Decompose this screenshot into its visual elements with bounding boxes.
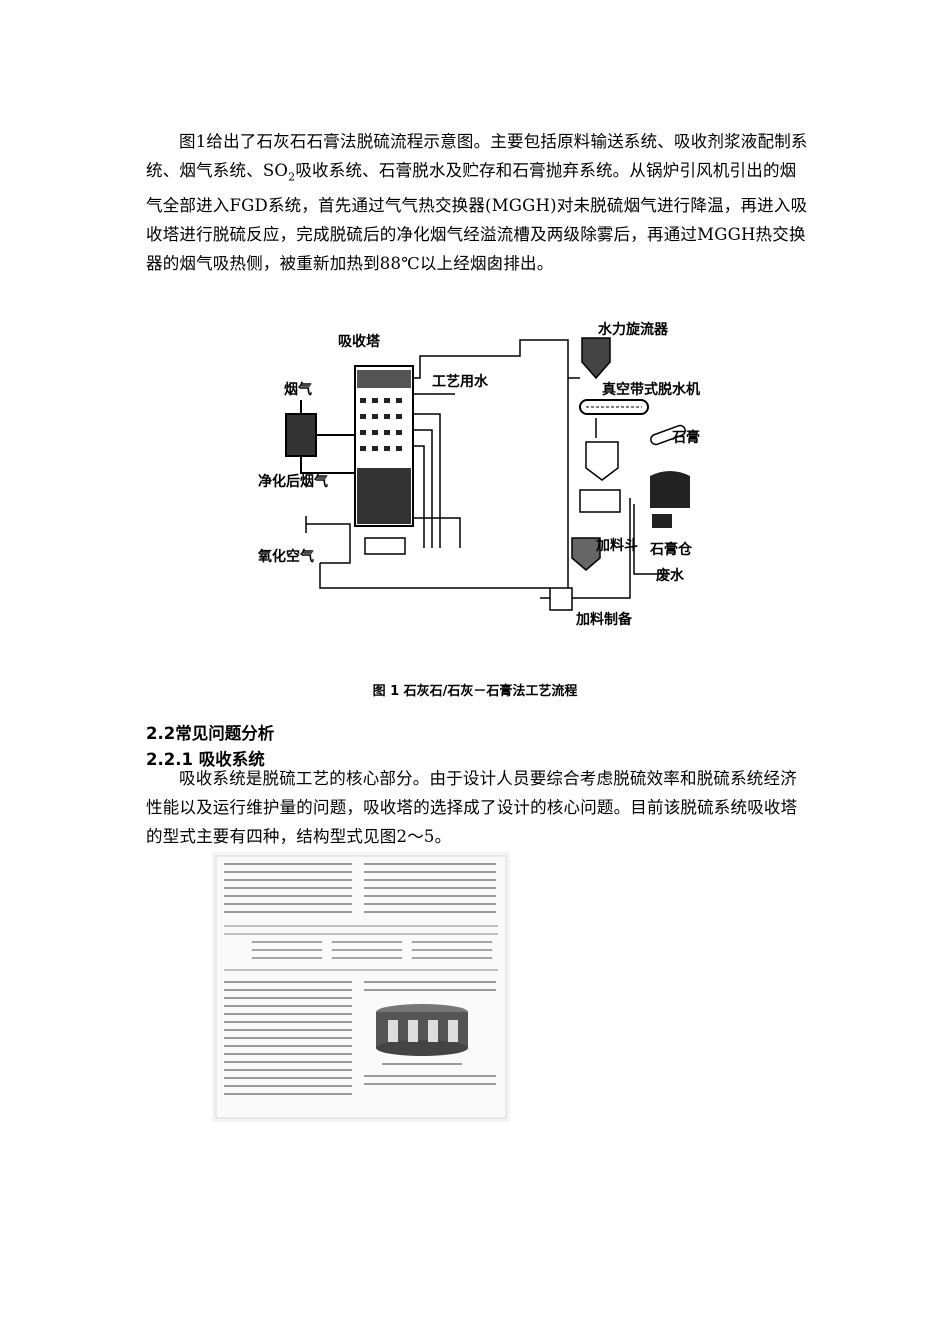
section-heading: 2.2常见问题分析 <box>146 724 275 743</box>
feed-hopper <box>571 537 601 571</box>
demister-section <box>357 370 411 388</box>
heat-exchanger <box>285 413 317 457</box>
label-wastewater: 废水 <box>656 567 685 584</box>
scanned-table-rows <box>252 941 492 959</box>
scanned-text-lines <box>224 863 496 913</box>
intro-text-part1: 图1给出了石灰石石膏法脱硫流程示意图。主要包括原料输送系统、吸收剂浆液配制系统、… <box>146 132 808 180</box>
label-feed-prep: 加料制备 <box>575 611 633 628</box>
intro-paragraph: 图1给出了石灰石石膏法脱硫流程示意图。主要包括原料输送系统、吸收剂浆液配制系统、… <box>146 127 810 278</box>
so2-subscript: 2 <box>288 170 296 184</box>
scanned-tower-figure <box>376 1004 468 1065</box>
label-clean-gas: 净化后烟气 <box>258 473 328 490</box>
gypsum-conveyor <box>650 424 686 446</box>
tank-agitator <box>364 537 406 555</box>
spray-nozzles <box>360 398 402 451</box>
absorber-paragraph: 吸收系统是脱硫工艺的核心部分。由于设计人员要综合考虑脱硫效率和脱硫系统经济性能以… <box>146 769 798 846</box>
label-absorber: 吸收塔 <box>338 333 381 350</box>
intro-text-part2: 吸收系统、石膏脱水及贮存和石膏抛弃系统。从锅炉引风机引出的烟气全部进入FGD系统… <box>146 161 808 274</box>
slurry-tank <box>357 468 411 524</box>
label-oxidation-air: 氧化空气 <box>257 548 314 565</box>
scanned-table <box>224 925 498 971</box>
filtrate-tank <box>585 418 619 481</box>
mix-tank <box>579 489 621 513</box>
label-process-water: 工艺用水 <box>432 373 489 390</box>
scanned-body-lines <box>224 981 496 1095</box>
label-flue-gas: 烟气 <box>284 381 312 398</box>
gypsum-truck <box>652 514 672 528</box>
feed-prep-tank <box>549 587 573 611</box>
slurry-line <box>413 339 580 599</box>
hydrocyclone <box>581 337 611 380</box>
label-vacuum-filter: 真空带式脱水机 <box>602 381 700 398</box>
scanned-page-image <box>212 852 510 1122</box>
wastewater-line <box>633 504 670 575</box>
subsection-heading: 2.2.1 吸收系统 <box>146 750 265 769</box>
gypsum-pile <box>650 471 690 508</box>
label-hydrocyclone: 水力旋流器 <box>598 321 669 338</box>
oxidation-air-line <box>305 516 351 564</box>
process-flow-diagram: 吸收塔 烟气 工艺用水 净化后烟气 氧化空气 水力旋流器 真空带式脱水机 石膏 … <box>257 321 700 628</box>
recirculation-lines <box>413 413 461 548</box>
figure1-caption: 图 1 石灰石/石灰－石膏法工艺流程 <box>372 684 578 699</box>
label-gypsum-silo: 石膏仓 <box>649 541 693 558</box>
label-hopper: 加料斗 <box>595 537 638 554</box>
label-gypsum: 石膏 <box>671 429 700 446</box>
